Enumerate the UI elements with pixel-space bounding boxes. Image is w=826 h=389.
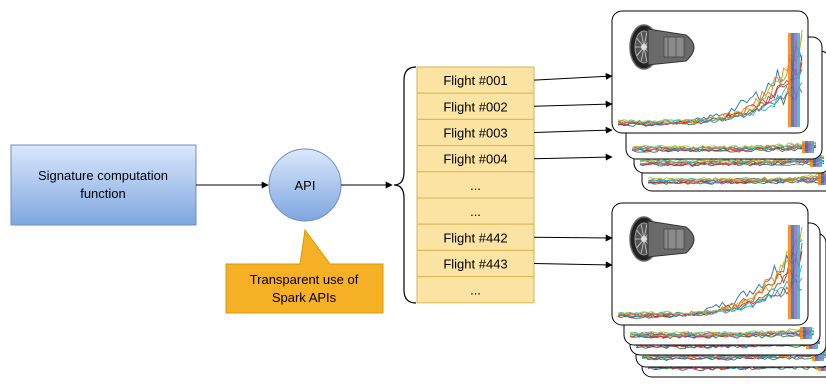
flight-label: Flight #442 [443, 230, 507, 245]
turbofan-engine-icon [629, 216, 695, 262]
flight-row: Flight #443 [416, 249, 535, 278]
flight-signature-card [611, 202, 809, 326]
flight-arrow [533, 261, 613, 269]
flight-row: Flight #001 [416, 66, 535, 94]
signature-computation-label-line2: function [80, 186, 126, 201]
flight-row: Flight #002 [416, 92, 535, 120]
flight-arrow [533, 153, 613, 161]
api-label: API [295, 178, 316, 193]
flight-label: ... [470, 283, 481, 298]
signature-computation-box: Signature computation function [10, 144, 197, 226]
callout-label-line1: Transparent use of [250, 272, 359, 287]
sensor-plot [629, 327, 815, 339]
flights-brace [393, 66, 417, 304]
flight-row: Flight #442 [416, 223, 535, 251]
flight-arrows [533, 72, 613, 269]
flight-label: ... [470, 178, 481, 193]
flight-arrow [533, 234, 613, 242]
sensor-plot [647, 173, 826, 185]
flight-arrow [533, 100, 613, 108]
card-stack-lower [611, 202, 826, 378]
signature-computation-label-line1: Signature computation [38, 168, 168, 183]
flight-row: ... [416, 171, 535, 199]
spark-callout: Transparent use of Spark APIs [225, 228, 384, 314]
flight-row: ... [416, 197, 535, 225]
flight-label: Flight #004 [443, 152, 507, 167]
flight-arrow [533, 126, 613, 134]
flight-label: Flight #001 [443, 73, 507, 88]
card-stack-upper [611, 10, 826, 192]
callout-label-line2: Spark APIs [272, 290, 337, 305]
sensor-plot [617, 225, 803, 319]
flight-signature-card [611, 10, 809, 134]
sensor-plot [617, 29, 803, 127]
card-stacks [611, 10, 826, 378]
sensor-plot [639, 155, 825, 168]
sensor-plot [631, 141, 817, 153]
flight-row: Flight #003 [416, 118, 535, 147]
flight-row: ... [416, 276, 535, 304]
api-node: API [268, 148, 342, 222]
flight-label: ... [470, 204, 481, 219]
flight-label: Flight #002 [443, 99, 507, 114]
turbofan-engine-icon [629, 24, 695, 70]
flight-row: Flight #004 [416, 145, 535, 173]
flight-arrow [533, 72, 613, 81]
flight-label: Flight #443 [443, 257, 507, 272]
flight-label: Flight #003 [443, 126, 507, 141]
